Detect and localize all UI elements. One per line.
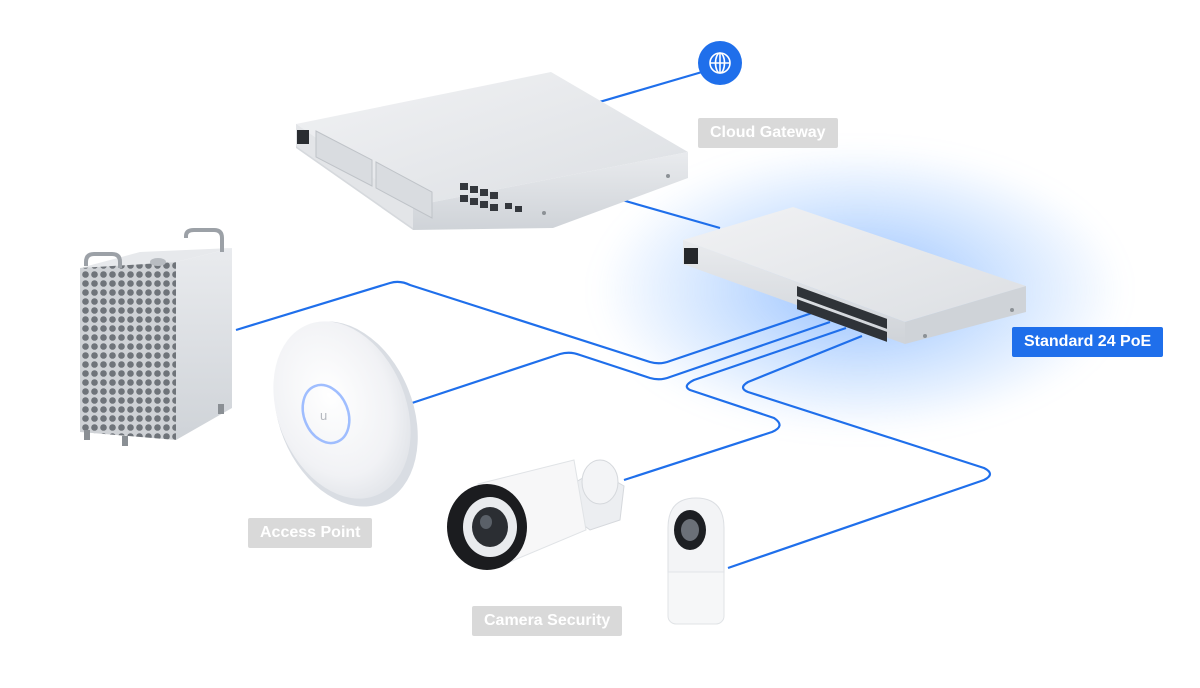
switch-ports xyxy=(797,286,887,342)
cloud-gateway-label: Cloud Gateway xyxy=(698,118,838,148)
access-point-logo: u xyxy=(320,408,327,423)
standard-switch-label: Standard 24 PoE xyxy=(1012,327,1164,357)
workstation-device[interactable] xyxy=(80,228,232,446)
internet-globe[interactable] xyxy=(698,41,742,85)
gateway-drive-bay-1 xyxy=(315,130,373,187)
access-point-label: Access Point xyxy=(248,518,373,548)
gateway-ports xyxy=(460,183,522,212)
link-computer-switch xyxy=(235,280,813,365)
switch-display xyxy=(684,248,698,264)
gateway-display xyxy=(297,130,309,144)
access-point-led-ring xyxy=(301,383,351,445)
link-bullet-camera-switch xyxy=(623,326,847,482)
flex-camera-device[interactable] xyxy=(667,497,725,625)
globe-icon xyxy=(709,52,731,74)
poe-switch-device[interactable] xyxy=(683,207,1026,344)
camera-security-label: Camera Security xyxy=(472,606,623,636)
link-dome-camera-switch xyxy=(727,334,992,570)
link-ap-switch xyxy=(411,320,831,405)
link-gateway-switch xyxy=(621,198,721,230)
gateway-drive-bay-2 xyxy=(375,161,433,219)
bullet-camera-lens xyxy=(480,515,492,529)
bullet-camera-device[interactable] xyxy=(447,459,625,570)
access-point-device[interactable]: u xyxy=(248,300,444,528)
cloud-gateway-device[interactable] xyxy=(296,72,688,230)
flex-camera-lens xyxy=(681,519,699,541)
